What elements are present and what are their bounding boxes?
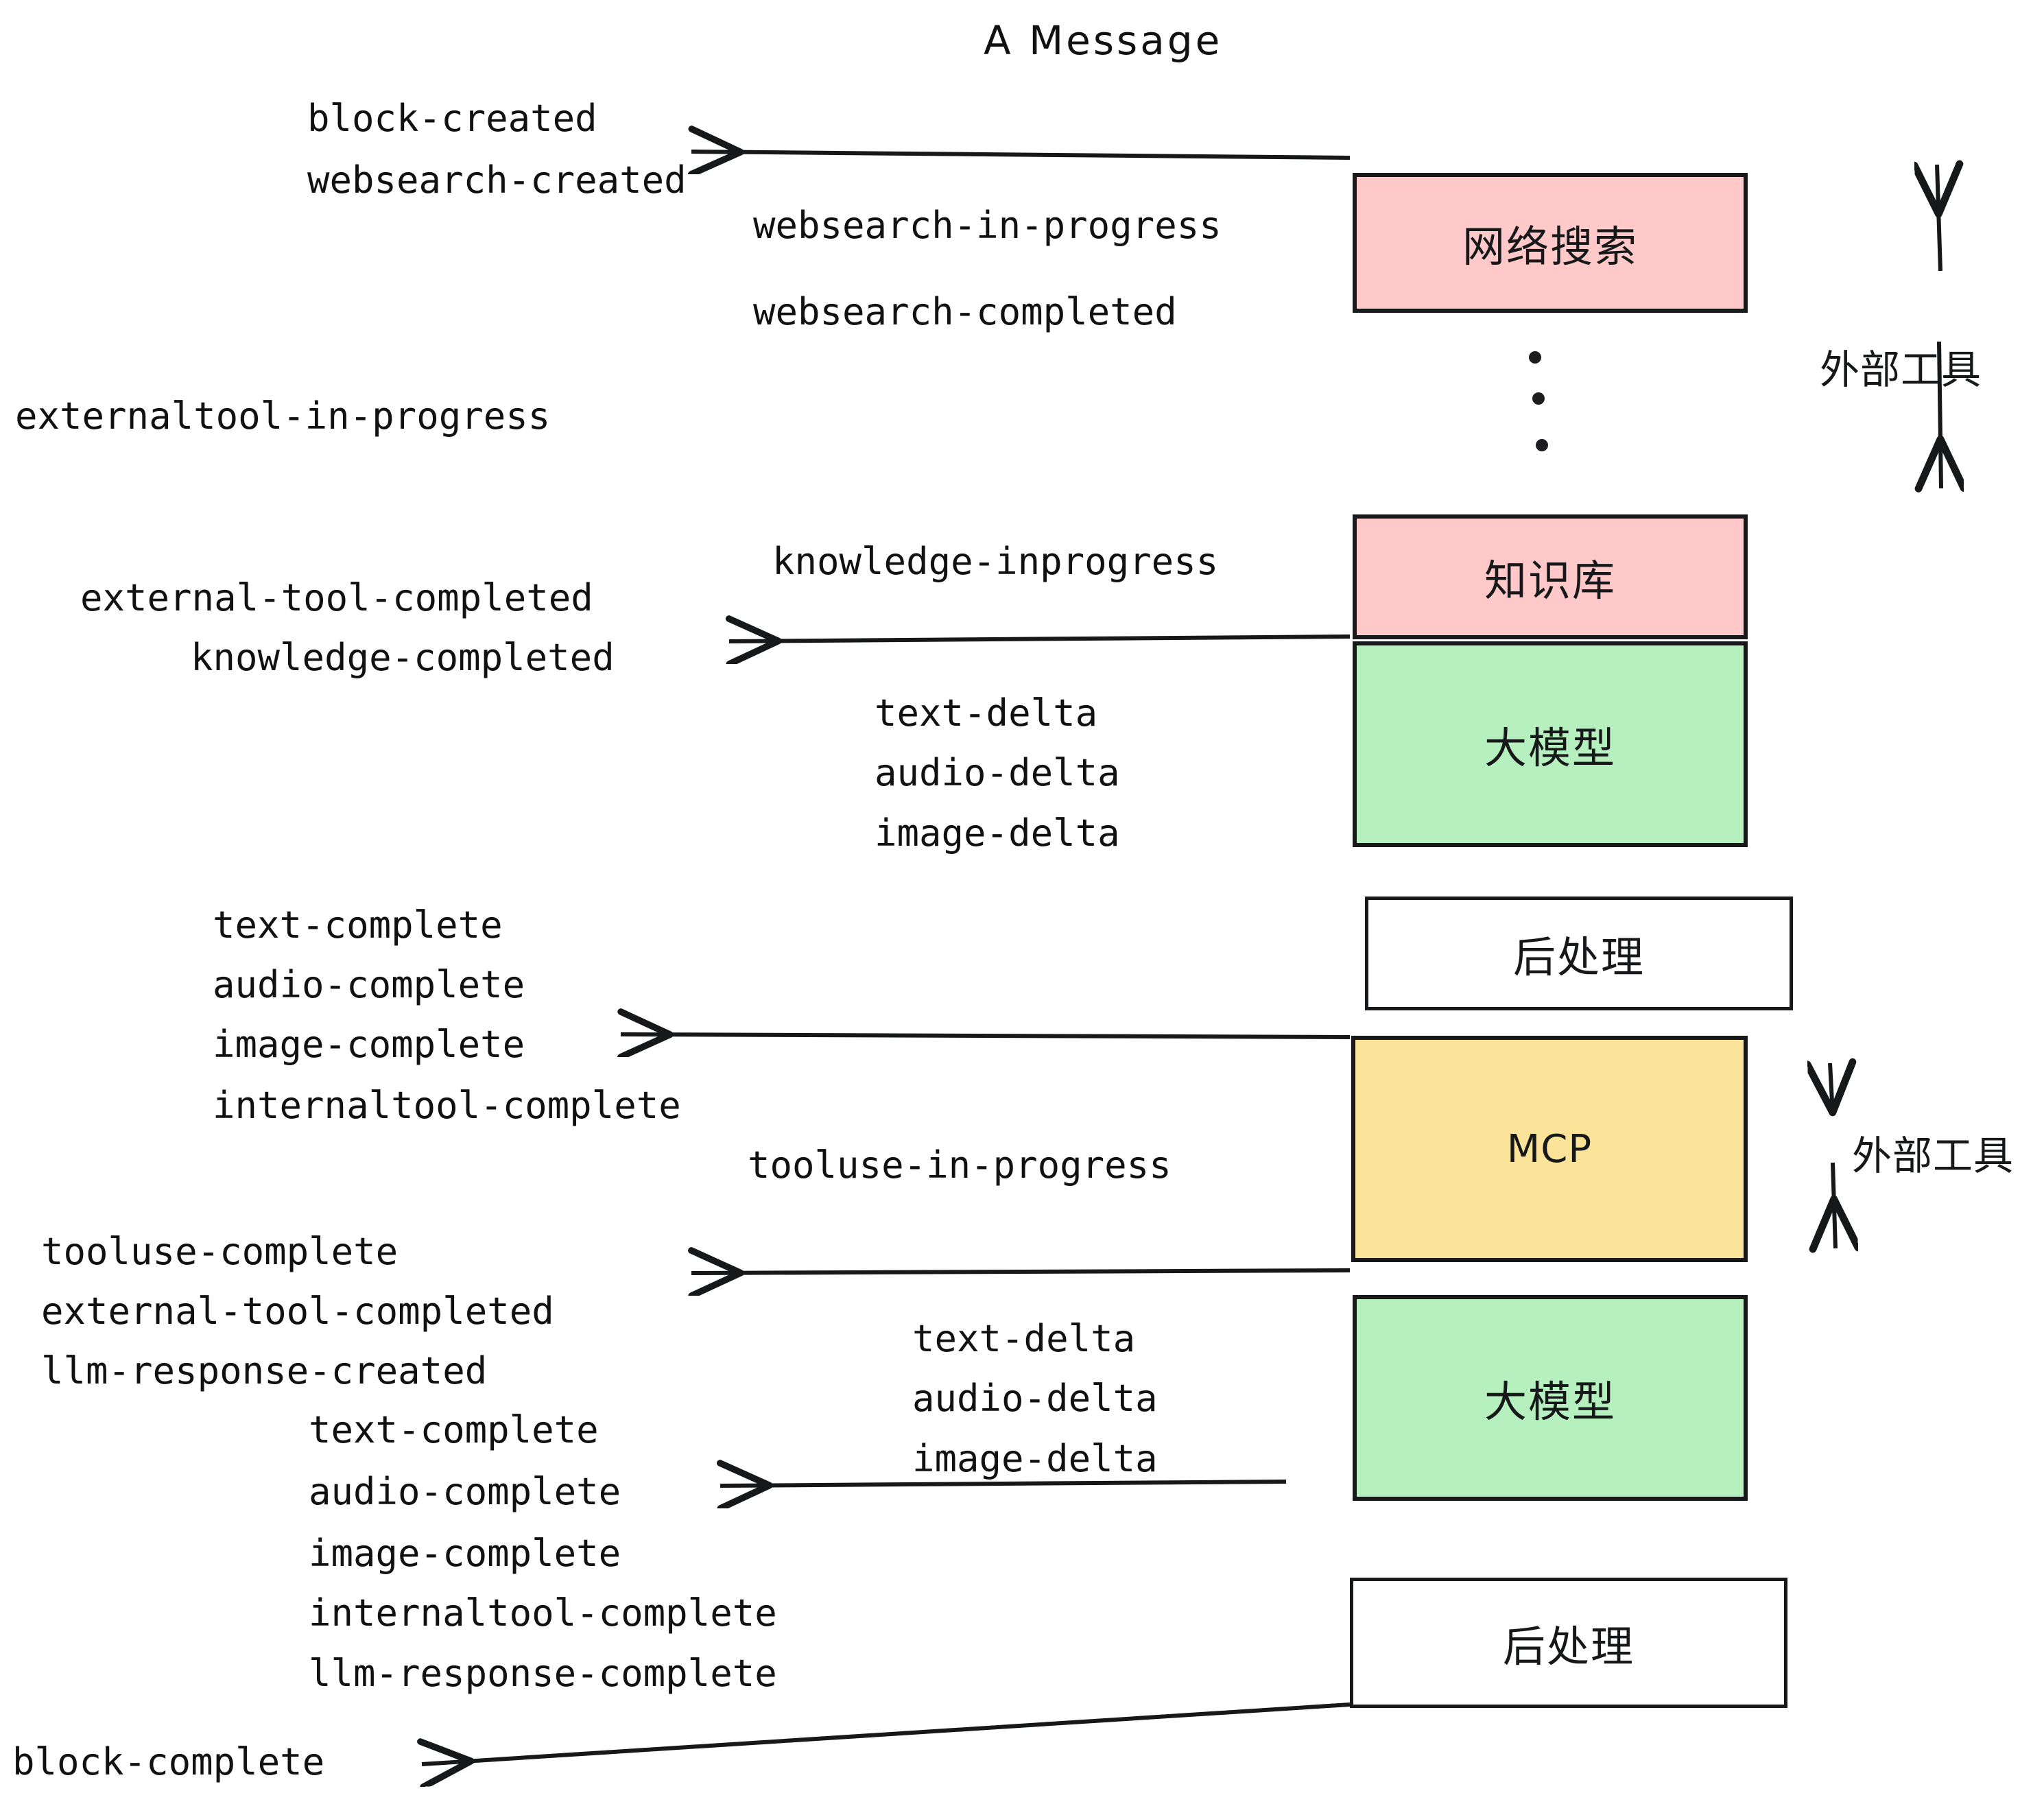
node-postprocess-bottom-label: 后处理 [1502,1622,1635,1672]
node-mcp-label: MCP [1506,1126,1593,1172]
node-knowledge-label: 知识库 [1484,556,1616,606]
node-llm-top-label: 大模型 [1484,723,1616,773]
event-text-delta-2: text-delta [912,1317,1136,1360]
arrow-mcp-to-tooluse-complete [691,1270,1351,1273]
event-tooluse-in-progress: tooluse-in-progress [748,1143,1172,1187]
node-mcp: MCP [1351,1036,1748,1262]
event-llm-response-created: llm-response-created [41,1349,488,1392]
ellipsis-dot-2 [1532,392,1545,405]
event-audio-delta-2: audio-delta [912,1377,1158,1420]
event-image-delta-1: image-delta [875,811,1120,855]
event-image-complete-1: image-complete [213,1023,525,1066]
arrow-llm-to-image-complete [621,1034,1351,1037]
arrow-knowledge-to-knowledge-completed [729,637,1351,641]
event-knowledge-completed: knowledge-completed [191,636,615,679]
node-postprocess-top: 后处理 [1365,897,1793,1010]
event-llm-response-complete: llm-response-complete [309,1652,777,1695]
event-external-tool-completed-1: external-tool-completed [80,576,593,619]
arrow-websearch-to-block-created [691,152,1351,158]
side-label-external-tools-top: 外部工具 [1820,346,1982,393]
arrow-llmbottom-to-audio-complete [720,1482,1287,1486]
node-knowledge: 知识库 [1353,514,1748,639]
node-llm-top: 大模型 [1353,641,1748,847]
event-block-complete: block-complete [12,1740,325,1783]
event-tooluse-complete: tooluse-complete [41,1230,399,1273]
event-externaltool-in-progress: externaltool-in-progress [15,394,551,438]
arrow-external-tools-up-bottom [1830,1063,1833,1115]
arrow-external-tools-down-bottom [1833,1162,1835,1248]
event-websearch-created: websearch-created [307,158,687,202]
node-websearch-label: 网络搜索 [1462,222,1638,272]
event-internaltool-complete-1: internaltool-complete [213,1084,681,1127]
event-image-complete-2: image-complete [309,1532,621,1575]
event-audio-complete-2: audio-complete [309,1470,621,1513]
event-external-tool-completed-2: external-tool-completed [41,1290,554,1333]
arrow-postproc-to-block-complete [422,1702,1351,1764]
ellipsis-dot-3 [1536,439,1548,451]
event-block-created: block-created [307,97,597,140]
node-websearch: 网络搜索 [1353,173,1748,313]
node-llm-bottom-label: 大模型 [1484,1377,1616,1427]
node-llm-bottom: 大模型 [1353,1295,1748,1501]
node-postprocess-top-label: 后处理 [1512,932,1645,982]
event-audio-delta-1: audio-delta [875,751,1120,794]
event-websearch-in-progress: websearch-in-progress [753,204,1222,247]
event-text-delta-1: text-delta [875,691,1098,735]
event-internaltool-complete-2: internaltool-complete [309,1591,777,1635]
arrow-external-tools-up-top [1937,165,1940,272]
event-knowledge-inprogress: knowledge-inprogress [772,540,1219,583]
event-websearch-completed: websearch-completed [753,290,1177,333]
event-text-complete-1: text-complete [213,903,503,947]
event-audio-complete-1: audio-complete [213,963,525,1006]
event-image-delta-2: image-delta [912,1437,1158,1480]
diagram-title: A Message [984,17,1223,64]
node-postprocess-bottom: 后处理 [1350,1578,1787,1708]
event-text-complete-2: text-complete [309,1408,599,1451]
ellipsis-dot-1 [1529,351,1541,364]
side-label-external-tools-bottom: 外部工具 [1852,1132,2015,1179]
